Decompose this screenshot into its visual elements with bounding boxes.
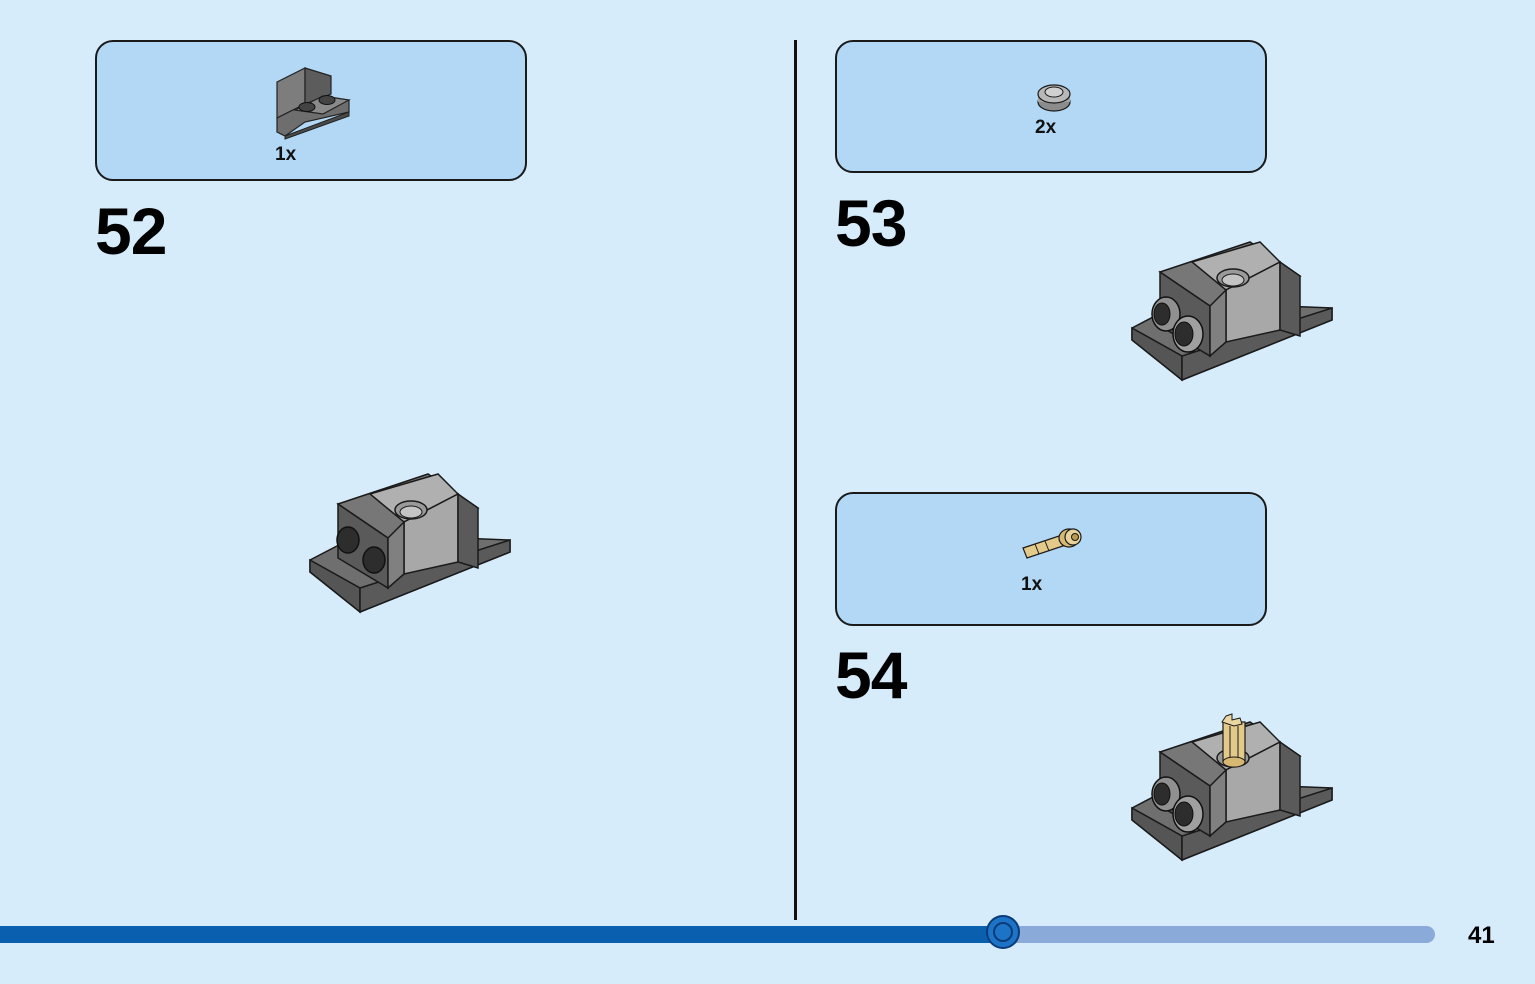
part-quantity: 2x xyxy=(1035,117,1057,138)
progress-knob xyxy=(986,915,1021,949)
progress-fill xyxy=(0,926,1004,943)
step-number-54: 54 xyxy=(835,638,907,712)
round-tile-icon xyxy=(1037,84,1071,112)
step-number-53: 53 xyxy=(835,186,907,260)
parts-callout-step-53: 2x xyxy=(835,40,1267,173)
assembly-step-52-model xyxy=(309,473,511,614)
page-number: 41 xyxy=(1468,922,1495,949)
page-divider xyxy=(794,40,797,920)
part-quantity: 1x xyxy=(275,144,297,165)
assembly-step-53-model xyxy=(1131,241,1333,382)
progress-track xyxy=(0,915,1435,949)
bracket-plate-icon xyxy=(276,67,351,140)
axle-pin-icon xyxy=(1022,528,1082,559)
tan-axle-pin xyxy=(1221,713,1246,768)
part-quantity: 1x xyxy=(1021,574,1043,595)
step-number-52: 52 xyxy=(95,194,167,268)
assembly-step-54-model xyxy=(1131,713,1333,862)
parts-callout-step-52: 1x xyxy=(95,40,527,181)
parts-callout-step-54: 1x xyxy=(835,492,1267,626)
